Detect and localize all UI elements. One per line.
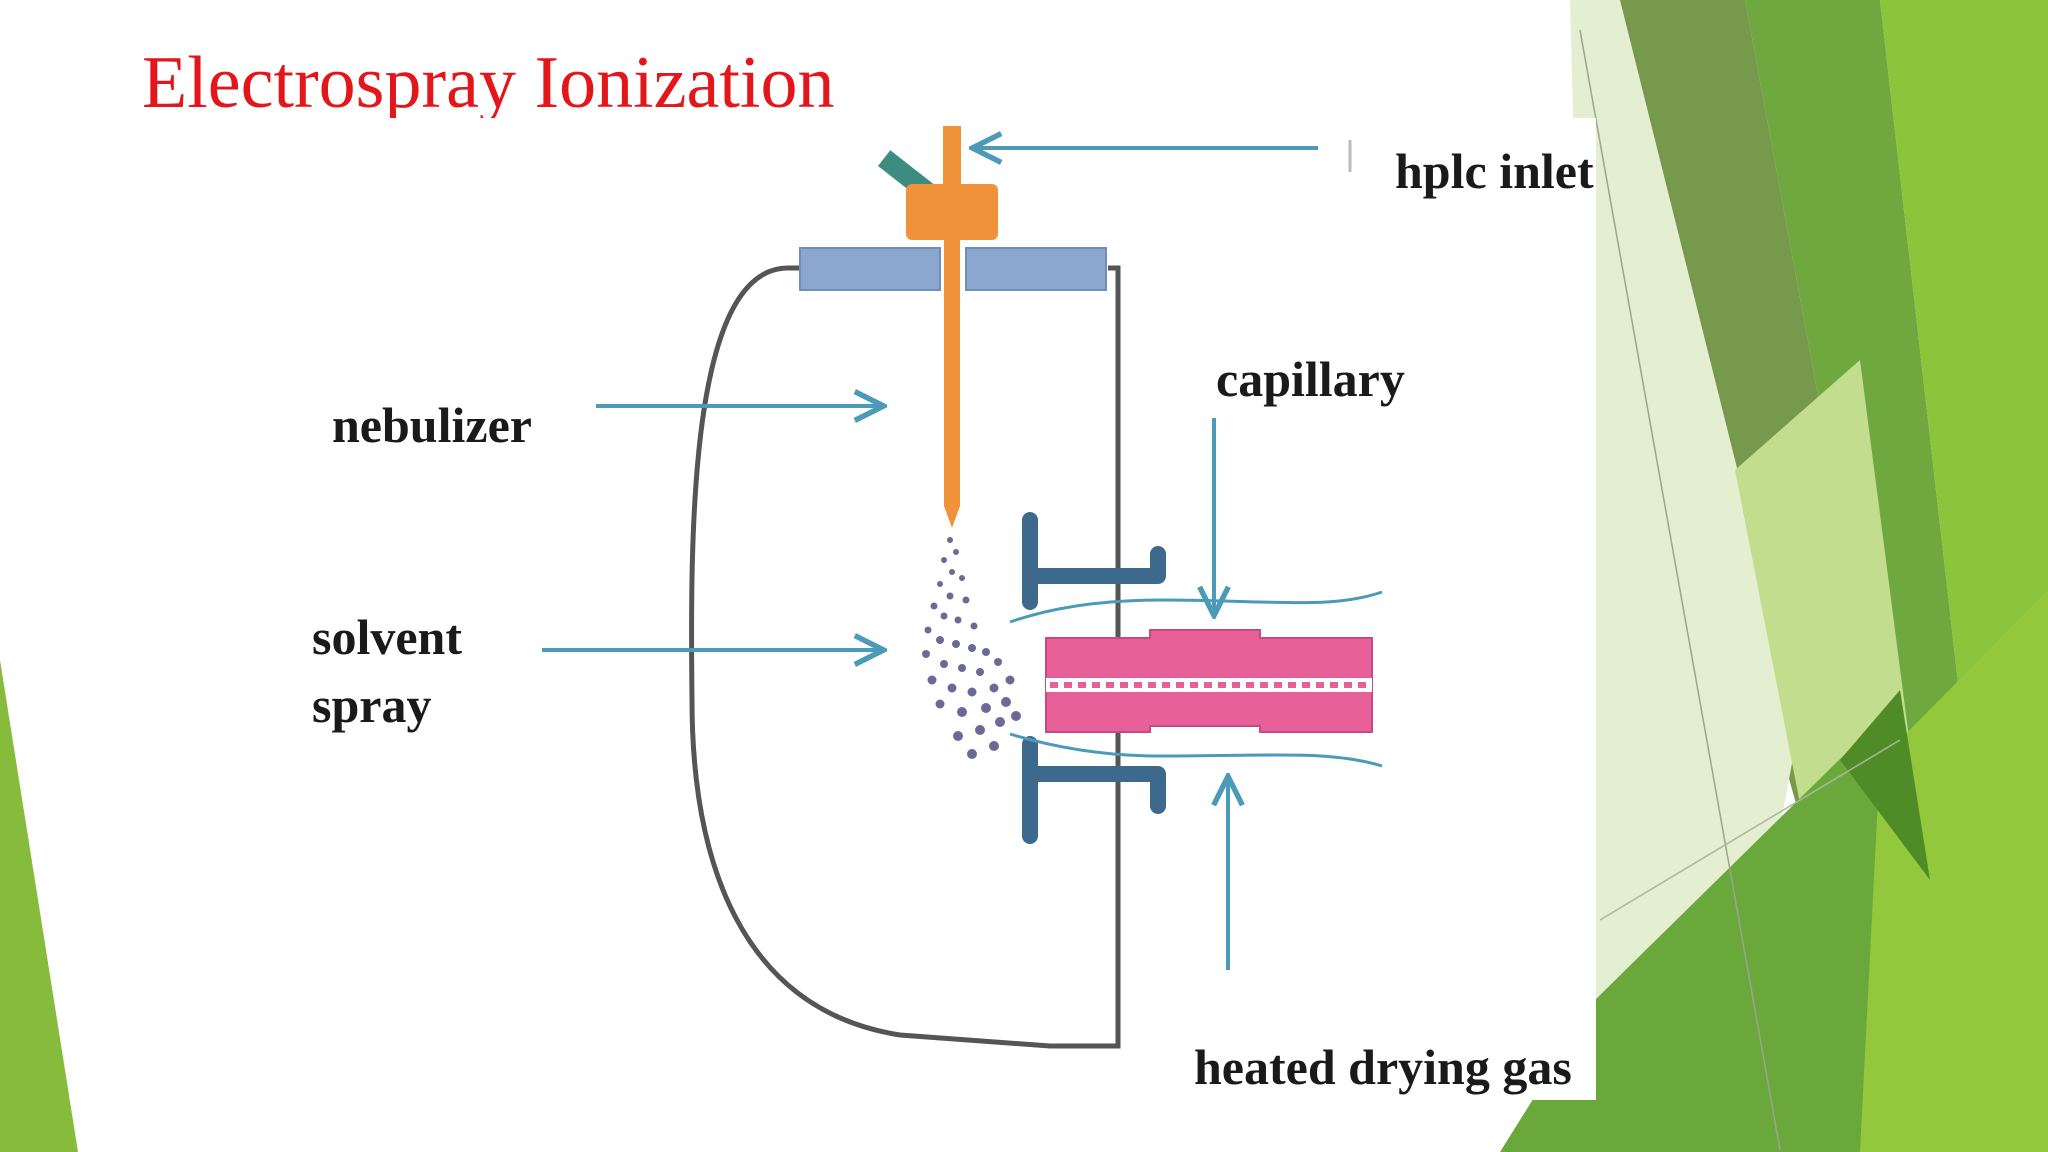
right-green-deep-accent [1840, 690, 1930, 880]
gas-flow-line-upper [1009, 590, 1383, 624]
chamber-outline [689, 265, 1121, 1049]
right-green-lower-dark [1500, 700, 1960, 1152]
gas-flow-line-lower [1009, 732, 1383, 768]
left-green-shard [0, 660, 78, 1152]
label-spray: spray [312, 677, 431, 733]
slide-title: Electrospray Ionization [142, 42, 835, 124]
label-nebulizer: nebulizer [332, 397, 532, 453]
label-heated-drying-gas: heated drying gas [1194, 1039, 1572, 1095]
label-solvent: solvent [312, 609, 462, 665]
top-plate-right [965, 247, 1107, 291]
bg-thin-line-2 [1599, 739, 1901, 921]
inlet-tube [943, 126, 961, 196]
right-green-lower-bright [1860, 590, 2048, 1152]
diagram-panel [290, 118, 1596, 1100]
nebulizer-needle [944, 236, 960, 506]
label-capillary: capillary [1216, 351, 1405, 407]
bg-thin-line-1 [1579, 29, 1781, 1151]
electrode-cap-lower [1022, 736, 1166, 844]
needle-tip [944, 506, 960, 528]
solvent-spray-droplets [922, 537, 1021, 759]
inlet-fitting [906, 184, 998, 240]
label-hplc-inlet: hplc inlet [1395, 143, 1594, 199]
top-plate-left [799, 247, 941, 291]
electrode-cap-upper [1022, 512, 1166, 610]
